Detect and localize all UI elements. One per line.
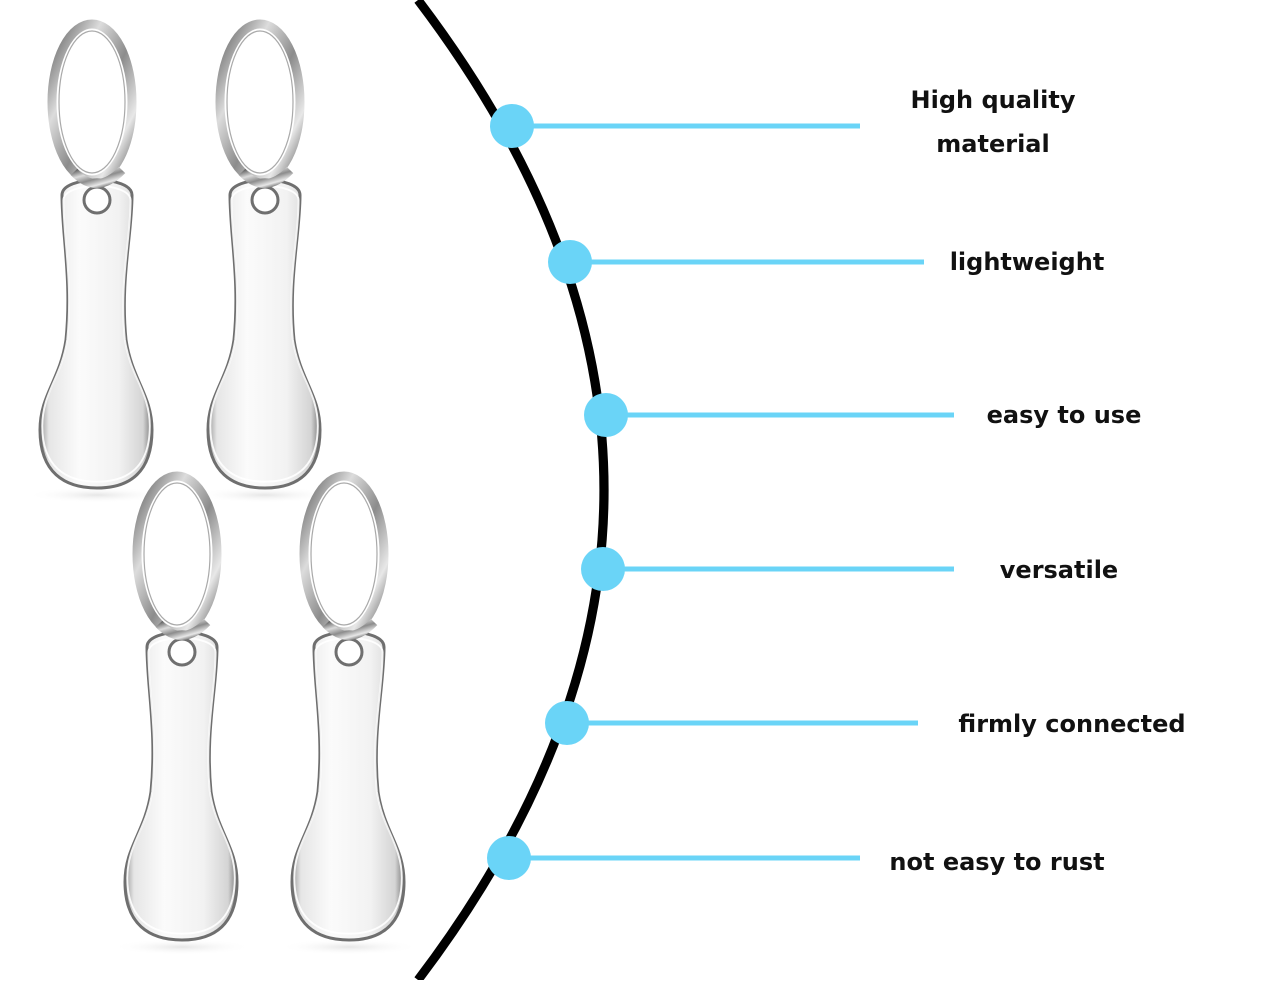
keychain-token-4 [279,471,419,955]
token-bevel [41,185,151,483]
token-shadow [195,487,335,503]
token-body [290,630,406,942]
feature-label-line: easy to use [986,401,1142,429]
token-shadow [279,939,419,955]
product-keychains [27,19,419,955]
token-body [206,178,322,490]
split-ring-icon [47,19,137,185]
split-ring-inner-edge [58,30,126,174]
split-ring-icon [132,471,222,637]
keychain-token-1 [27,19,167,503]
token-hole [167,637,197,667]
feature-label-line: High quality [910,86,1076,114]
split-ring-inner-edge [310,482,378,626]
token-body [123,630,239,942]
connector-dot-icon [581,547,625,591]
feature-label: not easy to rust [797,840,1197,884]
feature-label-line: lightweight [949,248,1105,276]
token-hole [334,637,364,667]
connector-dot-icon [545,701,589,745]
connector-dot-icon [584,393,628,437]
feature-connectors [487,104,954,880]
feature-label: High quality material [793,78,1193,166]
split-ring-icon [299,471,389,637]
token-shadow [27,487,167,503]
split-ring-icon [215,19,305,185]
token-bevel [293,637,403,935]
split-ring-front [155,618,211,640]
feature-label-line: versatile [999,556,1119,584]
feature-label: easy to use [864,393,1264,437]
keychain-token-2 [195,19,335,503]
token-shadow [112,939,252,955]
token-bevel [209,185,319,483]
feature-label-line: not easy to rust [889,848,1105,876]
feature-label: lightweight [827,240,1227,284]
split-ring-front [238,166,294,188]
feature-label-line: firmly connected [958,710,1186,738]
connector-dot-icon [548,240,592,284]
connector-dot-icon [487,836,531,880]
feature-label: firmly connected [872,702,1272,746]
token-hole [82,185,112,215]
connector-dot-icon [490,104,534,148]
feature-label: versatile [859,548,1259,592]
token-body [38,178,154,490]
keychain-token-3 [112,471,252,955]
split-ring-front [70,166,126,188]
split-ring-front [322,618,378,640]
token-hole [250,185,280,215]
token-bevel [126,637,236,935]
feature-label-line: material [936,130,1050,158]
split-ring-inner-edge [143,482,211,626]
split-ring-inner-edge [226,30,294,174]
